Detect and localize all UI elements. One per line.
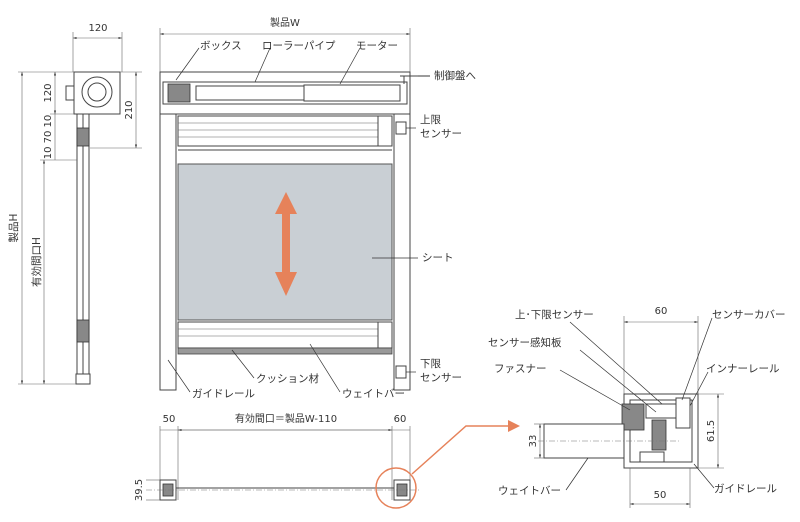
label-sensor-cover: センサーカバー (712, 309, 786, 321)
side-dim-120: 120 (43, 83, 54, 102)
label-sensor-updown: 上･下限センサー (515, 309, 594, 321)
label-sensor-plate: センサー感知板 (488, 336, 562, 349)
detail-view: 60 33 61.5 50 上･下限センサー センサーカバー センサー感知板 (488, 306, 786, 508)
label-to-panel: 制御盤へ (434, 69, 476, 82)
label-sheet: シート (422, 252, 454, 264)
label-box: ボックス (200, 40, 242, 52)
callout-arrow-icon (508, 420, 520, 432)
side-dim-top: 120 (88, 23, 107, 34)
detail-dim-50: 50 (654, 490, 667, 501)
label-fastener: ファスナー (494, 363, 547, 375)
label-lower-sensor-1: 下限 (420, 358, 441, 370)
plan-dim-60: 60 (394, 414, 407, 425)
label-roller-pipe: ローラーパイプ (262, 40, 336, 52)
side-dim-210: 210 (124, 100, 135, 119)
side-view: 120 120 210 10 70 10 製品H 有効間口H (7, 23, 142, 385)
detail-callout-circle (375, 467, 417, 509)
plan-dim-39-5: 39.5 (134, 479, 145, 501)
label-motor: モーター (356, 40, 398, 52)
label-cushion: クッション材 (256, 372, 319, 385)
plan-view: 50 有効間口＝製品W-110 60 39.5 (134, 412, 420, 509)
callout-connector (411, 425, 508, 475)
label-detail-weight-bar: ウェイトバー (498, 485, 561, 497)
label-upper-sensor-1: 上限 (420, 114, 441, 126)
plan-dim-opening: 有効間口＝製品W-110 (235, 412, 337, 425)
detail-dim-33: 33 (528, 435, 539, 448)
side-dim-stack: 10 70 10 (43, 115, 54, 160)
side-height-label: 製品H (7, 214, 20, 243)
detail-dim-61-5: 61.5 (706, 420, 717, 442)
plan-dim-50: 50 (163, 414, 176, 425)
label-weight-bar: ウェイトバー (342, 388, 405, 400)
label-guide-rail: ガイドレール (192, 388, 255, 400)
up-down-arrow-icon (275, 192, 297, 296)
label-lower-sensor-2: センサー (420, 372, 462, 384)
label-inner-rail: インナーレール (706, 363, 780, 375)
front-width-label: 製品W (270, 16, 300, 29)
detail-dim-60: 60 (655, 306, 668, 317)
label-upper-sensor-2: センサー (420, 128, 462, 140)
front-view: 製品W ボックス ローラー (159, 16, 476, 400)
label-detail-guide-rail: ガイドレール (714, 483, 777, 495)
side-opening-h: 有効間口H (30, 237, 43, 287)
